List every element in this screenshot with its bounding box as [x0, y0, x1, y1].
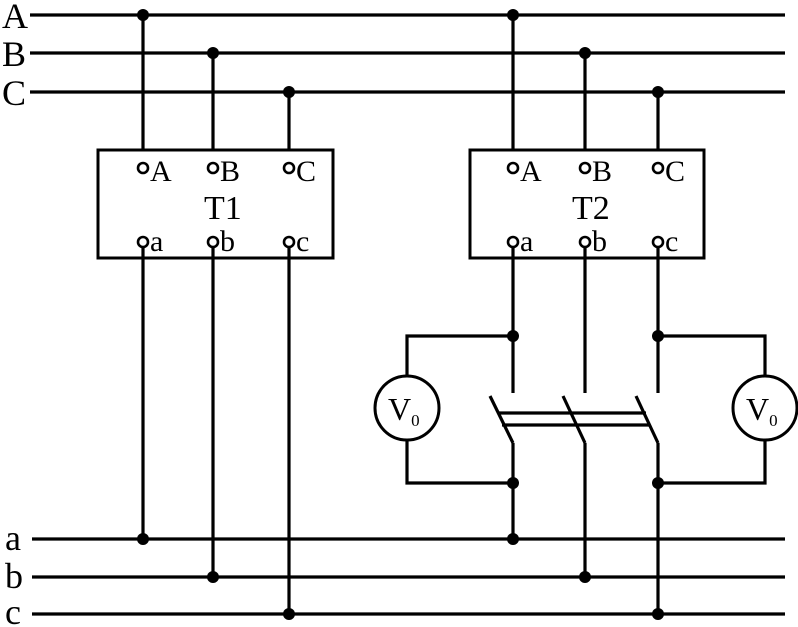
- t2-terminal-A: [506, 161, 520, 175]
- t2-junction-b: [579, 571, 591, 583]
- vm-left-wire-bottom: [405, 440, 513, 485]
- voltmeter-left: [373, 374, 441, 442]
- three-pole-switch: [488, 395, 660, 444]
- t2-junction-c: [652, 608, 664, 620]
- bus-label-a: a: [5, 518, 21, 558]
- t2-terminal-c: [651, 235, 665, 249]
- bus-label-b: b: [5, 556, 23, 596]
- t2-terminal-label-c: c: [665, 225, 678, 258]
- voltmeter-right: [731, 374, 798, 442]
- t2-junction-C: [652, 86, 664, 98]
- t2-terminal-label-b: b: [592, 225, 607, 258]
- vm-right-wire-top: [658, 334, 767, 376]
- t2-terminal-b: [578, 235, 592, 249]
- t1-terminal-c: [282, 235, 296, 249]
- t1-junction-a: [137, 533, 149, 545]
- switch-blade-b: [561, 395, 587, 444]
- t2-terminal-C: [651, 161, 665, 175]
- t2-junction-A: [507, 9, 519, 21]
- t1-terminal-label-C: C: [296, 155, 316, 188]
- t2-terminal-label-A: A: [520, 155, 542, 188]
- t1-terminal-a: [136, 235, 150, 249]
- t1-junction-A: [137, 9, 149, 21]
- t1-junction-B: [207, 47, 219, 59]
- t1-junction-b: [207, 571, 219, 583]
- t2-terminal-a: [506, 235, 520, 249]
- t1-terminal-B: [206, 161, 220, 175]
- vm-left-wire-top: [405, 334, 513, 376]
- bus-label-B: B: [2, 34, 26, 74]
- switch-blade-a: [488, 395, 515, 444]
- t2-terminal-label-B: B: [592, 155, 612, 188]
- t2-junction-a: [507, 533, 519, 545]
- t2-name: T2: [572, 190, 610, 227]
- voltmeter-left-label: V0: [388, 391, 420, 430]
- bus-label-C: C: [2, 73, 26, 113]
- t1-junction-c: [283, 608, 295, 620]
- t1-terminal-label-a: a: [150, 225, 163, 258]
- t2-junction-B: [579, 47, 591, 59]
- t1-terminal-label-B: B: [220, 155, 240, 188]
- t1-terminal-label-c: c: [296, 225, 309, 258]
- switch-blade-c: [634, 395, 660, 444]
- bus-label-c: c: [5, 592, 21, 627]
- voltmeter-right-label: V0: [746, 391, 778, 430]
- t2-terminal-label-C: C: [665, 155, 685, 188]
- t1-terminal-label-A: A: [150, 155, 172, 188]
- t2-terminal-label-a: a: [520, 225, 533, 258]
- t1-junction-C: [283, 86, 295, 98]
- t1-terminal-A: [136, 161, 150, 175]
- t2-terminal-B: [578, 161, 592, 175]
- t1-terminal-b: [206, 235, 220, 249]
- t1-name: T1: [204, 190, 242, 227]
- t1-terminal-label-b: b: [220, 225, 235, 258]
- t1-terminal-C: [282, 161, 296, 175]
- bus-label-A: A: [2, 0, 28, 36]
- vm-right-wire-bottom: [658, 440, 767, 485]
